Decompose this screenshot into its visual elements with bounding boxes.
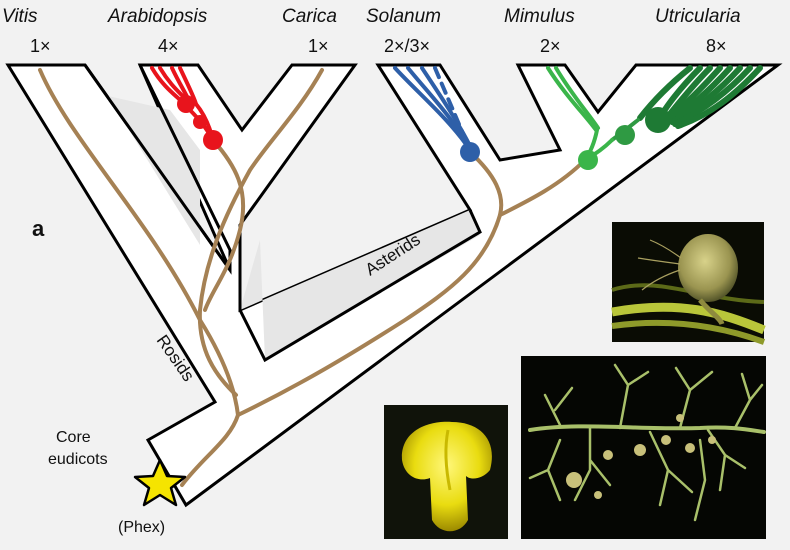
ploidy-solanum: 2×/3× [384, 36, 430, 56]
ploidy-arabidopsis: 4× [158, 36, 179, 56]
taxon-name-utricularia: Utricularia [655, 6, 741, 27]
tree-inner-asterid-edge [238, 209, 482, 363]
ploidy-vitis: 1× [30, 36, 51, 56]
lineage-root [180, 413, 240, 487]
lineage-tracks [38, 68, 587, 487]
phex-label: (Phex) [118, 519, 165, 536]
lineage-asterids [236, 150, 504, 417]
tree-inner-rosid-gap [108, 96, 200, 245]
utricularia-flower-photo [384, 405, 508, 539]
solanum-triplication-node [460, 142, 480, 162]
utricularia-plant-photo [521, 356, 766, 539]
ploidy-utricularia: 8× [706, 36, 727, 56]
lineage-mimulus-utric-stem [498, 158, 587, 217]
tree-inner-asterid-gap [240, 210, 480, 360]
ploidy-carica: 1× [308, 36, 329, 56]
lineage-arabidopsis-stem [203, 138, 246, 312]
ploidy-mimulus: 2× [540, 36, 561, 56]
taxon-name-arabidopsis: Arabidopsis [107, 6, 208, 27]
taxon-name-solanum: Solanum [366, 6, 441, 27]
utricularia-duplication-nodes [578, 107, 671, 170]
utricularia-bladder-trap-photo [611, 222, 766, 345]
taxon-name-mimulus: Mimulus [504, 6, 575, 27]
root-label-line1: Core [56, 429, 91, 446]
panel-label: a [32, 216, 45, 241]
taxon-name-carica: Carica [282, 6, 337, 27]
lineage-vitis [38, 68, 240, 417]
utricularia-lineages [583, 65, 763, 162]
root-label-line2: eudicots [48, 451, 108, 468]
arabidopsis-duplication-nodes [177, 95, 223, 150]
taxon-name-vitis: Vitis [2, 6, 38, 27]
star-icon [133, 458, 187, 507]
lineage-carica [197, 68, 324, 397]
